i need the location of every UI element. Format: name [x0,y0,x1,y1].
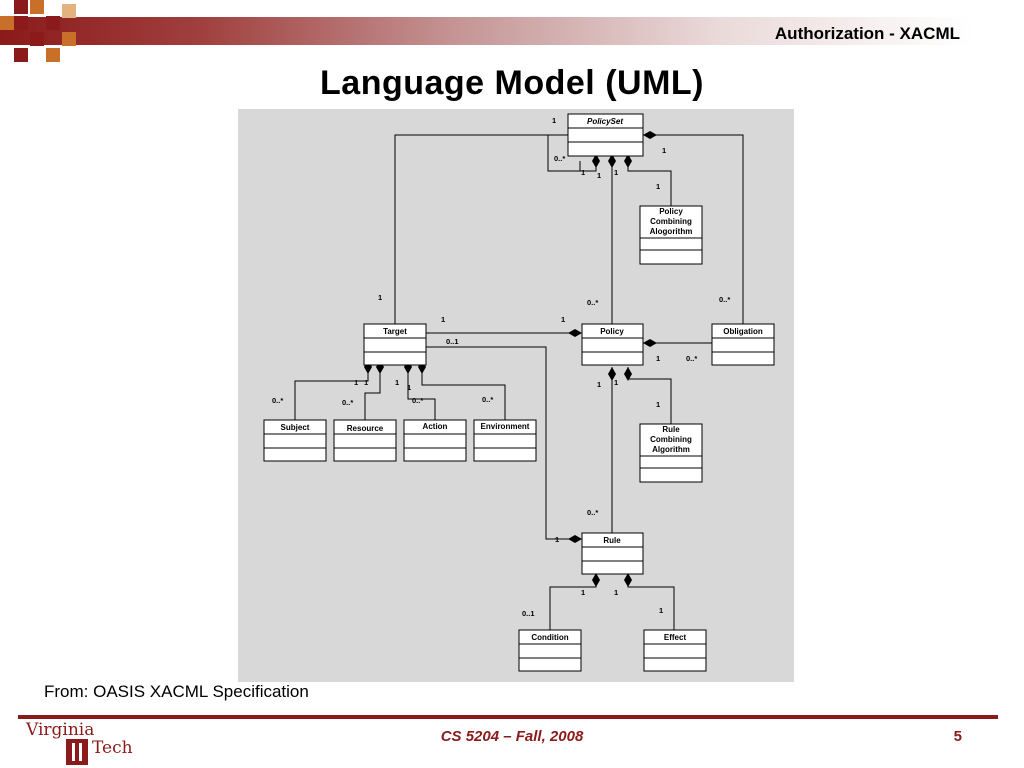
class-resource: Resource [333,419,397,462]
decor-square [14,48,28,62]
multiplicity: 1 [581,588,585,597]
class-name: PolicySet [587,117,623,126]
virginia-tech-logo: Virginia Tech [24,720,134,766]
class-obligation: Obligation [711,323,775,366]
class-name-line: Rule [662,425,680,434]
multiplicity: 0..1 [522,609,535,618]
multiplicity: 0..* [412,396,423,405]
multiplicity: 1 [581,168,585,177]
multiplicity: 1 [555,535,559,544]
multiplicity: 1 [662,146,666,155]
multiplicity: 0..* [587,508,598,517]
multiplicity: 1 [656,400,660,409]
logo-text: Virginia [26,720,95,740]
header-title: Authorization - XACML [774,24,960,43]
decor-square [46,48,60,62]
class-name: Subject [281,423,310,432]
multiplicity: 1 [395,378,399,387]
decor-square [30,32,44,46]
multiplicity: 1 [659,606,663,615]
logo-mark-icon [66,739,88,765]
class-name: Obligation [723,327,763,336]
multiplicity: 0..* [719,295,730,304]
multiplicity: 1 [614,168,618,177]
class-name: Policy [600,327,624,336]
decor-square [46,16,60,30]
footer-course: CS 5204 – Fall, 2008 [440,728,584,745]
decor-square [62,4,76,18]
multiplicity: 0..* [587,298,598,307]
multiplicity: 1 [364,378,368,387]
class-name-line: Combining [650,217,692,226]
multiplicity: 1 [354,378,358,387]
class-condition: Condition [518,629,582,672]
decor-square [14,0,28,14]
multiplicity: 1 [597,380,601,389]
class-name-line: Combining [650,435,692,444]
class-policy: Policy [581,323,644,366]
footer-rule [18,715,998,719]
source-caption: From: OASIS XACML Specification [44,682,309,701]
multiplicity: 1 [614,588,618,597]
class-subject: Subject [263,419,327,462]
class-policy-combining-algorithm: Policy Combining Alogorithm [639,205,703,265]
class-name-line: Alogorithm [650,227,693,236]
header-band [0,0,1024,62]
class-effect: Effect [643,629,707,672]
multiplicity: 1 [378,293,382,302]
class-environment: Environment [473,419,537,462]
class-policyset: PolicySet [567,113,644,157]
class-action: Action [403,419,467,462]
multiplicity: 1 [597,171,601,180]
multiplicity: 0..* [342,398,353,407]
header-gradient-bar [0,17,1024,45]
class-name: Environment [481,422,530,431]
logo-text: Tech [92,738,133,758]
decor-square [0,16,14,30]
multiplicity: 1 [552,116,556,125]
class-name: Resource [347,424,384,433]
multiplicity: 0..* [482,395,493,404]
multiplicity-labels: 1 0..* 1 1 1 1 1 1 0..* 0..* 1 1 0..1 1 … [272,116,730,618]
multiplicity: 1 [656,354,660,363]
class-name: Target [383,327,407,336]
multiplicity: 1 [561,315,565,324]
class-target: Target [363,323,427,366]
decor-square [30,0,44,14]
page-number: 5 [953,728,962,745]
decor-square [62,32,76,46]
class-name: Action [423,422,448,431]
multiplicity: 1 [407,383,411,392]
multiplicity: 0..1 [446,337,459,346]
class-rule: Rule [581,532,644,575]
uml-diagram: PolicySet Policy Combining Alogorithm Ta… [238,109,794,682]
class-name: Rule [603,536,621,545]
class-name-line: Algorithm [652,445,690,454]
class-name: Condition [531,633,568,642]
class-rule-combining-algorithm: Rule Combining Algorithm [639,423,703,483]
multiplicity: 0..* [686,354,697,363]
multiplicity: 1 [656,182,660,191]
decor-square [14,16,28,30]
multiplicity: 1 [441,315,445,324]
multiplicity: 0..* [272,396,283,405]
multiplicity: 0..* [554,154,565,163]
class-name-line: Policy [659,207,683,216]
slide-title: Language Model (UML) [320,64,704,102]
multiplicity: 1 [614,378,618,387]
class-name: Effect [664,633,687,642]
